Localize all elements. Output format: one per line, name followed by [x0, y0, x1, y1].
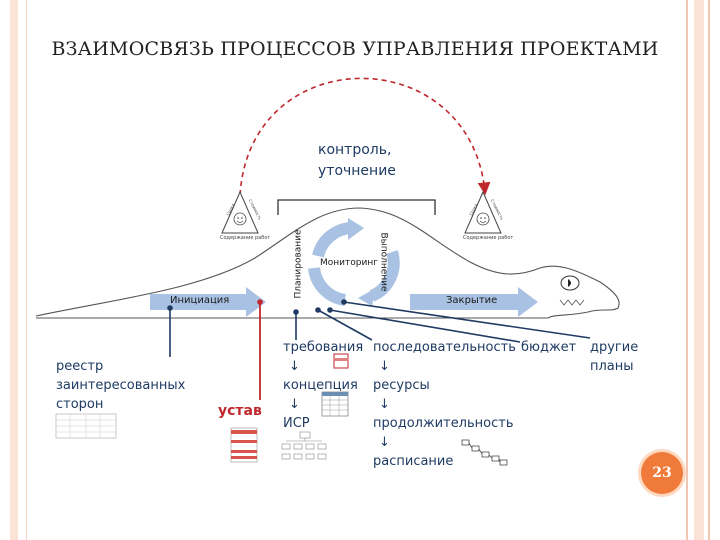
register-label-line: заинтересованных	[56, 378, 186, 393]
control-label-line: уточнение	[318, 163, 396, 179]
register-label: реестр заинтересованных сторон	[56, 357, 185, 414]
slide-title: ВЗАИМОСВЯЗЬ ПРОЦЕССОВ УПРАВЛЕНИЯ ПРОЕКТА…	[51, 38, 659, 60]
right-border	[686, 0, 720, 540]
triple-constraint-triangle-left	[221, 190, 259, 234]
schedule-text: расписание	[373, 454, 454, 469]
charter-label: устав	[218, 403, 262, 419]
phase-monitoring: Мониторинг	[320, 258, 378, 268]
other-plans-line: другие	[590, 340, 639, 355]
requirements-text: требования	[283, 340, 364, 355]
left-border	[0, 0, 27, 540]
register-label-line: реестр	[56, 359, 104, 374]
right-border-stripe	[694, 0, 704, 540]
triangle-constraint-label: Содержание работ	[220, 235, 271, 241]
right-border-line	[686, 0, 688, 540]
triangle-constraint-label: Содержание работ	[463, 235, 514, 241]
down-arrow: ↓	[289, 397, 300, 412]
crocodile-eye	[560, 275, 580, 291]
wbs-diagram-thumbnail	[281, 431, 327, 460]
register-label-line: сторон	[56, 397, 104, 412]
connector-dots	[167, 299, 347, 315]
charter-dot	[257, 299, 263, 305]
control-label-line: контроль,	[318, 142, 392, 158]
crocodile-teeth	[559, 299, 585, 306]
requirements-label: требования ↓ концепция ↓ ИСР	[283, 338, 363, 433]
monitoring-cycle	[308, 218, 400, 306]
control-label: контроль, уточнение	[318, 140, 396, 182]
phase-closing: Закрытие	[446, 295, 498, 306]
resources-text: ресурсы	[373, 378, 430, 393]
connector-lines	[169, 301, 591, 357]
initiation-arrow	[150, 287, 266, 317]
control-arc	[239, 77, 491, 196]
register-document-thumbnail	[55, 413, 117, 439]
other-plans-line: планы	[590, 359, 634, 374]
triangle-right-label: Содержание работ	[463, 235, 513, 241]
down-arrow: ↓	[379, 397, 390, 412]
triple-constraint-triangle-right	[464, 190, 502, 234]
sequence-label: последовательность ↓ ресурсы ↓ продолжит…	[373, 338, 516, 471]
wbs-text: ИСР	[283, 416, 310, 431]
left-border-stripe	[10, 0, 18, 540]
down-arrow: ↓	[289, 359, 300, 374]
phase-execution: Выполнение	[378, 232, 389, 292]
control-bracket	[277, 199, 436, 215]
network-diagram-thumbnail	[461, 439, 508, 466]
process-body-outline	[35, 207, 620, 319]
slide-number-badge: 23	[641, 452, 683, 494]
right-border-line	[708, 0, 710, 540]
closing-arrow	[410, 287, 538, 317]
duration-text: продолжительность	[373, 416, 514, 431]
sequence-text: последовательность	[373, 340, 516, 355]
other-plans-label: другие планы	[590, 338, 638, 376]
phase-initiation: Инициация	[170, 295, 230, 306]
concept-document-thumbnail	[321, 391, 349, 417]
down-arrow: ↓	[379, 359, 390, 374]
charter-document-thumbnail	[230, 427, 258, 463]
budget-label: бюджет	[521, 340, 577, 355]
requirements-document-thumbnail	[333, 353, 349, 369]
triangle-left-label: Содержание работ	[220, 235, 270, 241]
concept-text: концепция	[283, 378, 358, 393]
phase-planning: Планирование	[293, 229, 304, 299]
down-arrow: ↓	[379, 435, 390, 450]
